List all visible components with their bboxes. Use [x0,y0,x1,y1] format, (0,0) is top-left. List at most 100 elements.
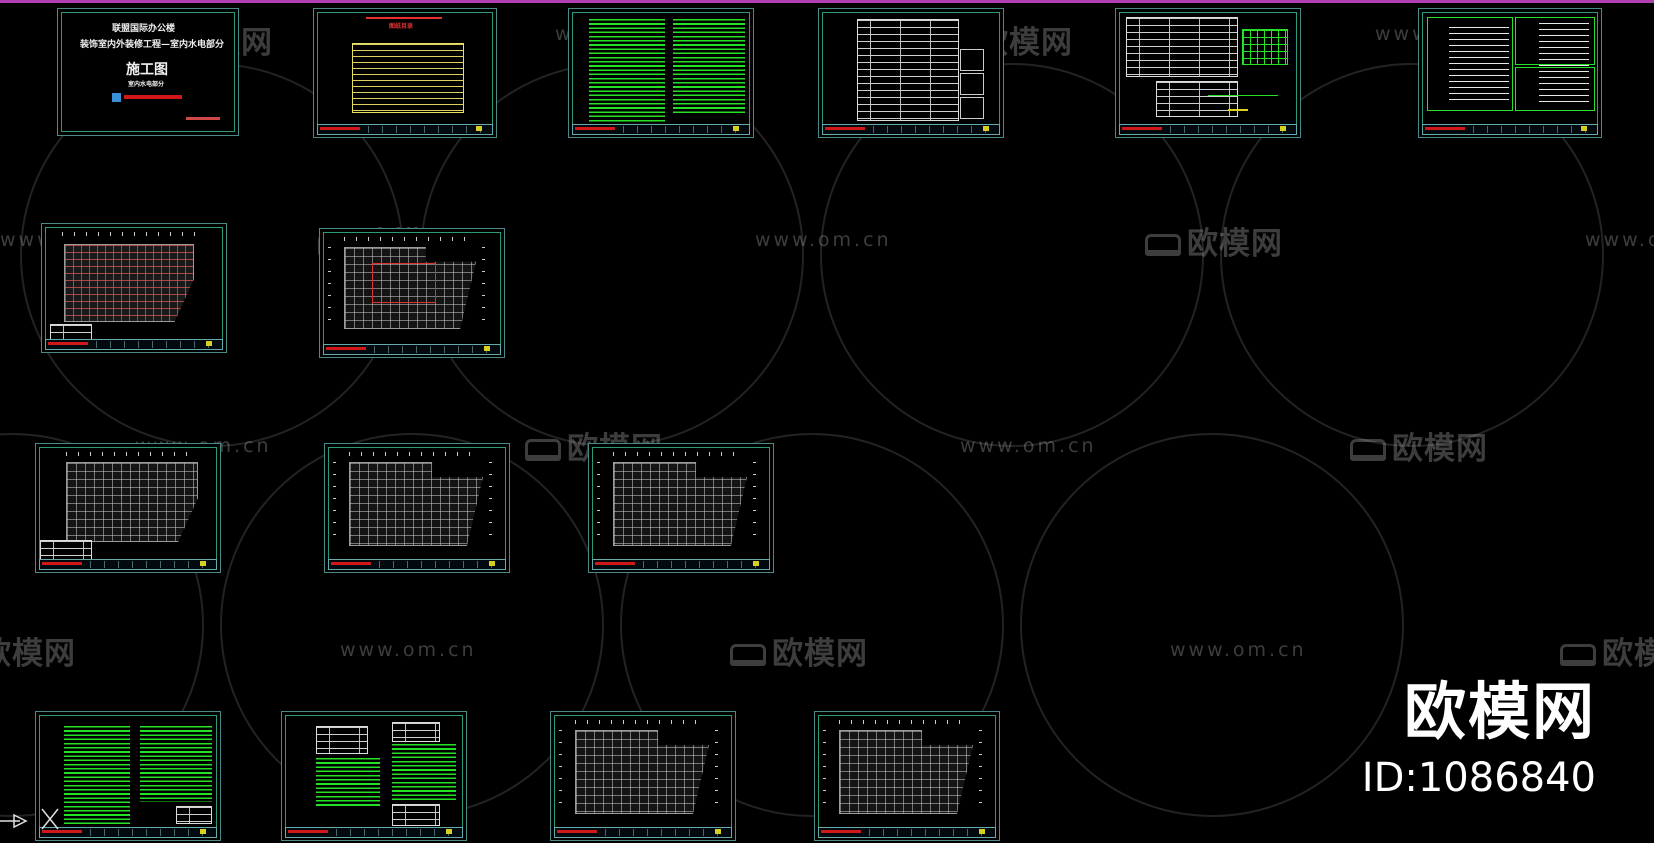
sheet-floor-plan-2[interactable] [319,228,505,358]
plan-legend-table [50,324,92,340]
grid-axis-right [489,462,492,542]
grid-axis-left [559,730,562,810]
grid-axis-top [62,232,202,236]
watermark-arc [1020,433,1404,817]
window-top-border [0,0,1654,3]
sheet-cover[interactable]: 联盟国际办公楼 装饰室内外装修工程—室内水电部分 施工图 室内水电部分 [57,8,239,136]
watermark-url: www.om.cn [340,639,477,661]
cover-subtitle: 室内水电部分 [128,81,165,88]
legend-detail-1 [960,49,984,71]
cover-logo-badge [112,93,121,102]
sheet-notes-2[interactable] [35,711,221,841]
sheet-schedule[interactable] [1115,8,1301,138]
grid-axis-left [597,462,600,542]
brand-logo-text: 欧模网 [1403,675,1596,748]
sheet-notes-3[interactable] [281,711,467,841]
sheet-floor-plan-6[interactable] [550,711,736,841]
sheet-legend[interactable] [818,8,1004,138]
diagram-box-left [1427,17,1513,111]
schedule-riser-line [1208,95,1278,96]
notes-table-left [316,726,368,754]
grid-axis-right [715,730,718,810]
sheet-floor-plan-4[interactable] [324,443,510,573]
sofa-icon [1145,234,1181,256]
schedule-table-bottom [1156,81,1238,117]
grid-axis-top [839,720,969,724]
title-block [822,124,1000,135]
notes-table [176,806,212,824]
notes-column-right [392,744,456,800]
notes-column-right [140,726,212,802]
title-block [328,559,506,570]
sofa-icon [730,644,766,666]
sheet-inner-frame [61,12,235,132]
title-block [1422,124,1598,135]
title-block [323,344,501,355]
sheet-floor-plan-5[interactable] [588,443,774,573]
sheet-floor-plan-7[interactable] [814,711,1000,841]
notes-column-left [589,19,665,123]
toc-table [352,43,464,113]
sheet-floor-plan-1[interactable] [41,223,227,353]
title-block [592,559,770,570]
title-block [317,124,493,135]
notes-table-right-top [392,722,440,742]
watermark-logo: 欧模网 [0,636,76,672]
diagram-lines-left [1449,27,1509,103]
legend-detail-2 [960,73,984,95]
grid-axis-right [482,247,485,325]
title-block [572,124,750,135]
cover-project-name: 联盟国际办公楼 [112,24,176,34]
sheet-drawing-list[interactable]: 图纸目录 [313,8,497,138]
title-block [39,827,217,838]
toc-heading: 图纸目录 [389,23,414,30]
grid-axis-right [979,730,982,810]
cover-date-line [186,117,220,120]
sheet-design-notes[interactable] [568,8,754,138]
schedule-riser-mark [1228,109,1248,111]
grid-axis-top [66,452,196,456]
ucs-axis-icon [0,808,59,830]
grid-axis-top [575,720,705,724]
plan-legend-table [40,540,92,560]
title-block [39,559,217,570]
grid-axis-right [753,462,756,542]
watermark-url: www.om.cn [1585,229,1654,251]
grid-axis-top [613,452,743,456]
diagram-lines-right [1539,23,1589,103]
title-block [285,827,463,838]
title-block [45,339,223,350]
cover-project-subtitle: 装饰室内外装修工程—室内水电部分 [80,40,225,50]
watermark-logo: 欧模网 [1145,218,1283,263]
title-block [554,827,732,838]
sofa-icon [525,439,561,461]
grid-axis-top [344,237,474,241]
schedule-table-top [1126,17,1238,77]
legend-detail-3 [960,97,984,119]
notes-table-right-bottom [392,804,440,826]
grid-axis-left [823,730,826,810]
toc-heading-underline [366,17,442,19]
notes-column-left [64,726,130,824]
watermark-url: www.om.cn [960,435,1097,457]
grid-axis-left [328,247,331,325]
cover-company-line [124,95,182,99]
grid-axis-left [333,462,336,542]
cad-model-space[interactable]: 欧模网 www.om.cn 欧模网 www.om.cn www.om.cn 欧模… [0,3,1654,843]
plan-red-zone [372,263,436,303]
schedule-green-grid [1242,29,1288,65]
sheet-distribution-diagram[interactable] [1418,8,1602,138]
watermark-url: www.om.cn [1170,639,1307,661]
title-block [1119,124,1297,135]
cover-title: 施工图 [126,62,168,78]
watermark-logo: 欧模网 [730,628,868,673]
floor-plan [66,462,198,542]
sheet-floor-plan-3[interactable] [35,443,221,573]
brand-id-text: ID:1086840 [1361,755,1596,801]
grid-axis-top [349,452,479,456]
notes-column-right [673,19,745,115]
legend-table [857,19,959,121]
sofa-icon [1350,439,1386,461]
watermark-url: www.om.cn [755,229,892,251]
floor-plan [64,244,194,322]
